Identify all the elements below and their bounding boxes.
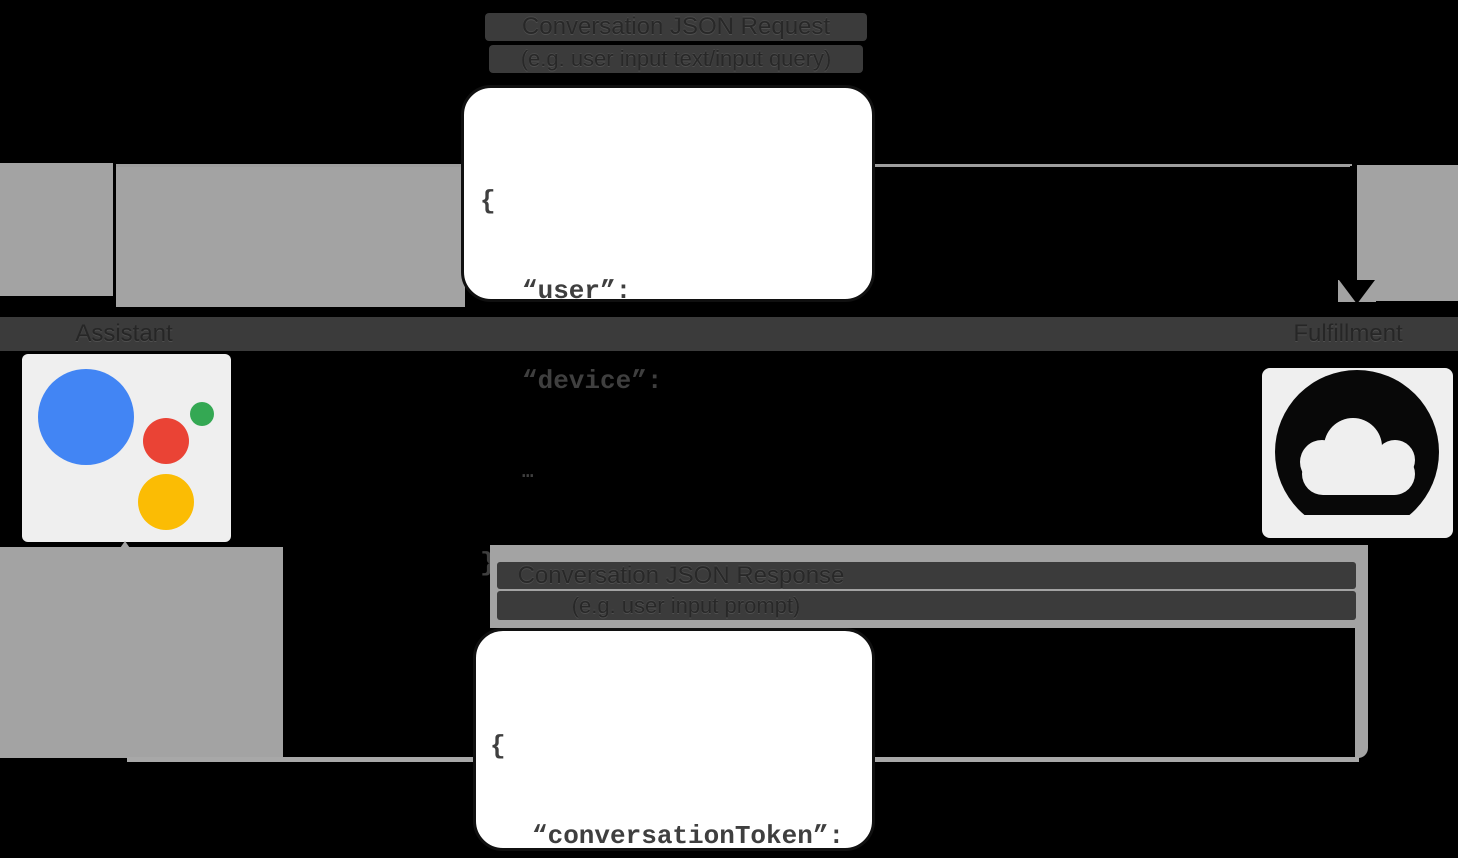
cloud-base bbox=[1302, 453, 1415, 495]
request-title: Conversation JSON Request bbox=[485, 13, 867, 41]
response-arrowhead-icon bbox=[111, 541, 139, 561]
fulfillment-node-label: Fulfillment bbox=[1293, 320, 1403, 347]
request-arrow-vertical bbox=[1350, 166, 1356, 282]
fulfillment-node bbox=[1262, 368, 1453, 538]
request-subtitle-text: (e.g. user input text/input query) bbox=[520, 46, 832, 71]
request-title-text: Conversation JSON Request bbox=[521, 13, 831, 40]
assistant-green-circle bbox=[190, 402, 214, 426]
response-arrow-band-left bbox=[0, 547, 283, 758]
code-line: “conversationToken”: bbox=[532, 821, 845, 851]
response-title-text: Conversation JSON Response bbox=[517, 562, 845, 589]
response-subtitle: (e.g. user input prompt) bbox=[497, 591, 1356, 620]
cloud-icon bbox=[1275, 370, 1439, 515]
code-line: … bbox=[522, 461, 534, 483]
response-subtitle-text: (e.g. user input prompt) bbox=[571, 593, 801, 618]
google-assistant-logo bbox=[22, 354, 231, 542]
response-json-code: { “conversationToken”: “userStorage”: … … bbox=[490, 671, 844, 858]
request-json-card: { “user”: “device”: … } bbox=[461, 85, 875, 578]
request-arrow-band-left-outer bbox=[0, 163, 113, 296]
code-line: { bbox=[480, 186, 496, 216]
request-arrowhead-icon bbox=[1339, 280, 1375, 304]
code-line: “user”: bbox=[522, 276, 632, 306]
assistant-yellow-circle bbox=[138, 474, 194, 530]
response-title: Conversation JSON Response bbox=[497, 562, 1356, 589]
request-arrow-band-right bbox=[1357, 165, 1458, 301]
request-arrow-band-left bbox=[116, 165, 465, 307]
assistant-node bbox=[22, 354, 231, 542]
node-label-bar: Assistant Fulfillment bbox=[0, 317, 1458, 351]
response-json-card: { “conversationToken”: “userStorage”: … … bbox=[473, 628, 875, 851]
code-line: “device”: bbox=[522, 366, 663, 396]
code-line: { bbox=[490, 731, 506, 761]
assistant-red-circle bbox=[143, 418, 189, 464]
request-subtitle: (e.g. user input text/input query) bbox=[489, 45, 863, 73]
assistant-blue-circle bbox=[38, 369, 134, 465]
response-arrow-vertical bbox=[1355, 545, 1368, 758]
assistant-node-label: Assistant bbox=[75, 320, 173, 347]
